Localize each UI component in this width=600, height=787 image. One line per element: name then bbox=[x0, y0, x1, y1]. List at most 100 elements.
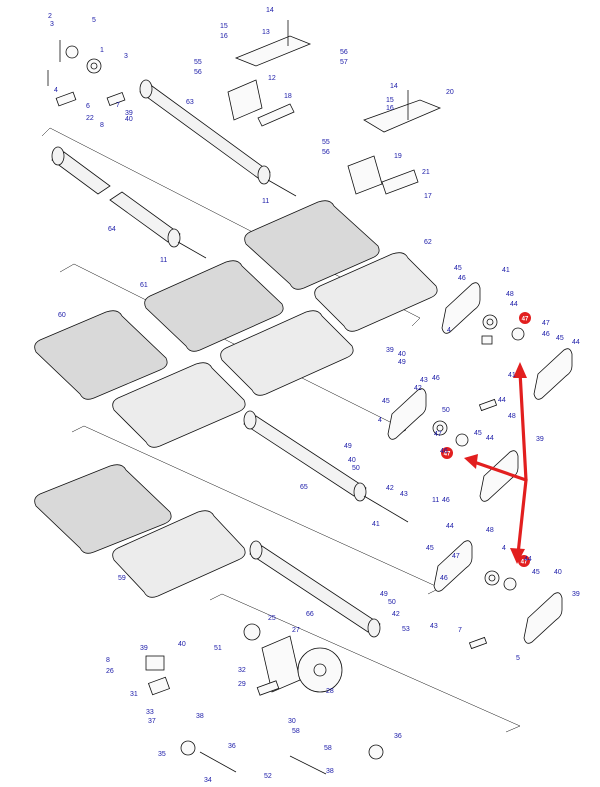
bracket-group-19-20 bbox=[347, 90, 442, 195]
part-number-label: 33 bbox=[146, 709, 154, 716]
part-number-label: 14 bbox=[390, 83, 398, 90]
part-number-label: 56 bbox=[340, 49, 348, 56]
part-number-label: 4 bbox=[447, 327, 451, 334]
part-number-label: 45 bbox=[382, 398, 390, 405]
part-number-label: 15 bbox=[386, 97, 394, 104]
part-number-label: 49 bbox=[344, 443, 352, 450]
part-number-label: 44 bbox=[446, 523, 454, 530]
part-number-label: 13 bbox=[262, 29, 270, 36]
svg-text:47: 47 bbox=[522, 317, 529, 323]
part-number-label: 46 bbox=[432, 375, 440, 382]
part-number-label: 16 bbox=[220, 33, 228, 40]
part-number-label: 18 bbox=[284, 93, 292, 100]
part-number-label: 11 bbox=[262, 198, 269, 205]
roller-63 bbox=[139, 79, 297, 197]
belt-61 bbox=[144, 260, 354, 396]
part-number-label: 47 bbox=[542, 320, 550, 327]
part-number-label: 40 bbox=[125, 116, 133, 123]
belt-60 bbox=[34, 310, 246, 448]
part-number-label: 45 bbox=[556, 335, 564, 342]
part-number-label: 3 bbox=[50, 21, 54, 28]
part-number-label: 26 bbox=[106, 668, 114, 675]
part-number-label: 41 bbox=[502, 267, 510, 274]
part-number-label: 60 bbox=[58, 312, 66, 319]
bearing-assembly-upper bbox=[441, 282, 573, 400]
part-number-label: 50 bbox=[388, 599, 396, 606]
part-number-label: 41 bbox=[508, 372, 516, 379]
part-number-label: 46 bbox=[440, 575, 448, 582]
part-number-label: 58 bbox=[324, 745, 332, 752]
part-number-label: 65 bbox=[300, 484, 308, 491]
part-number-label: 62 bbox=[424, 239, 432, 246]
part-number-label: 38 bbox=[196, 713, 204, 720]
part-number-label: 41 bbox=[372, 521, 380, 528]
part-number-label: 63 bbox=[186, 99, 194, 106]
part-number-label: 40 bbox=[348, 457, 356, 464]
part-number-label: 39 bbox=[572, 591, 580, 598]
roller-64 bbox=[51, 146, 207, 259]
part-number-label: 39 bbox=[125, 110, 133, 117]
part-number-label: 56 bbox=[194, 69, 202, 76]
part-number-label: 44 bbox=[524, 556, 532, 563]
part-number-label: 31 bbox=[130, 691, 138, 698]
part-number-label: 35 bbox=[158, 751, 166, 758]
part-number-label: 40 bbox=[178, 641, 186, 648]
part-number-label: 11 bbox=[432, 497, 439, 504]
part-number-label: 12 bbox=[268, 75, 276, 82]
part-number-label: 42 bbox=[414, 385, 422, 392]
part-number-label: 11 bbox=[160, 257, 167, 264]
part-number-label: 43 bbox=[420, 377, 428, 384]
part-number-label: 39 bbox=[140, 645, 148, 652]
part-number-label: 66 bbox=[306, 611, 314, 618]
part-number-label: 59 bbox=[118, 575, 126, 582]
part-number-label: 45 bbox=[454, 265, 462, 272]
part-number-label: 32 bbox=[238, 667, 246, 674]
part-number-label: 44 bbox=[486, 435, 494, 442]
part-number-label: 17 bbox=[424, 193, 432, 200]
part-number-label: 58 bbox=[292, 728, 300, 735]
part-number-label: 55 bbox=[194, 59, 202, 66]
svg-text:47: 47 bbox=[444, 452, 451, 458]
roller-65 bbox=[243, 410, 409, 523]
part-number-label: 21 bbox=[422, 169, 430, 176]
part-number-label: 34 bbox=[204, 777, 212, 784]
part-number-label: 56 bbox=[322, 149, 330, 156]
part-number-label: 39 bbox=[536, 436, 544, 443]
part-number-label: 8 bbox=[106, 657, 110, 664]
svg-text:47: 47 bbox=[521, 560, 528, 566]
part-number-label: 2 bbox=[48, 13, 52, 20]
part-number-label: 48 bbox=[508, 413, 516, 420]
part-number-label: 36 bbox=[394, 733, 402, 740]
part-number-label: 14 bbox=[266, 7, 274, 14]
bearing-assembly-middle bbox=[387, 388, 519, 502]
roller-66 bbox=[249, 540, 381, 638]
bracket-group-12-13 bbox=[227, 20, 312, 127]
part-number-label: 4 bbox=[502, 545, 506, 552]
part-number-label: 47 bbox=[452, 553, 460, 560]
part-number-label: 45 bbox=[532, 569, 540, 576]
part-number-label: 37 bbox=[148, 718, 156, 725]
part-number-label: 43 bbox=[400, 491, 408, 498]
part-number-label: 44 bbox=[572, 339, 580, 346]
callout-47-middle: 47 bbox=[441, 447, 453, 459]
part-number-label: 7 bbox=[116, 102, 120, 109]
part-number-label: 28 bbox=[326, 688, 334, 695]
part-number-label: 43 bbox=[430, 623, 438, 630]
red-arrows bbox=[464, 362, 528, 564]
part-number-label: 42 bbox=[386, 485, 394, 492]
part-number-label: 36 bbox=[228, 743, 236, 750]
part-number-label: 44 bbox=[510, 301, 518, 308]
part-number-label: 50 bbox=[442, 407, 450, 414]
part-number-label: 38 bbox=[326, 768, 334, 775]
part-number-label: 20 bbox=[446, 89, 454, 96]
part-number-label: 30 bbox=[288, 718, 296, 725]
bearing-assembly-lower bbox=[433, 540, 563, 650]
part-number-label: 46 bbox=[458, 275, 466, 282]
drive-group bbox=[145, 623, 384, 775]
part-number-label: 64 bbox=[108, 226, 116, 233]
part-number-label: 5 bbox=[516, 655, 520, 662]
part-number-label: 49 bbox=[398, 359, 406, 366]
callout-47-lower: 47 bbox=[518, 555, 530, 567]
part-number-label: 19 bbox=[394, 153, 402, 160]
